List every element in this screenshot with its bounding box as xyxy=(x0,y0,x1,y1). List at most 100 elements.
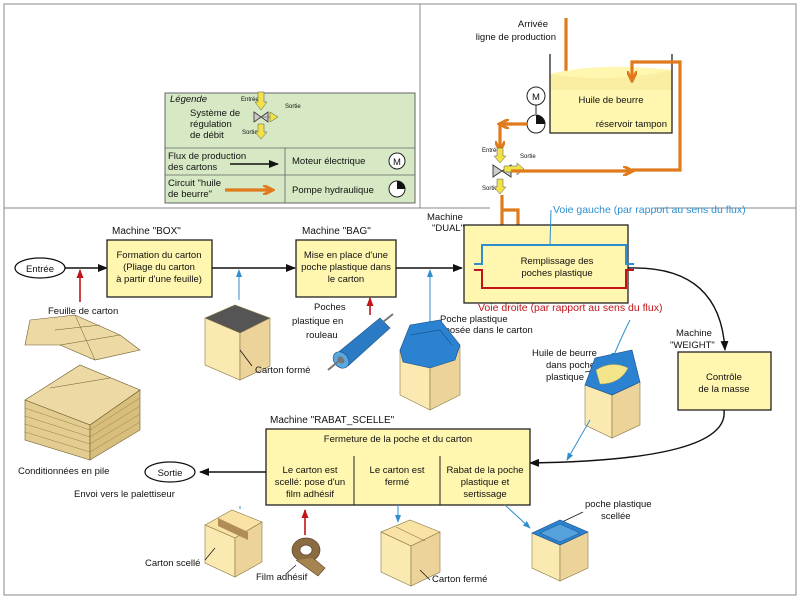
legend-title: Légende xyxy=(170,94,207,105)
pile-label: Conditionnées en pile xyxy=(18,466,109,477)
rabat-col3-1: Rabat de la poche xyxy=(446,465,523,476)
legend-flux-label-2: des cartons xyxy=(168,162,217,173)
box-machine xyxy=(106,239,213,298)
carton-scelle-label: Carton scellé xyxy=(145,558,200,569)
legend-flux-label-1: Flux de production xyxy=(168,151,246,162)
formed-carton-icon xyxy=(204,304,271,381)
legend-motor-icon xyxy=(388,152,406,170)
cardboard-pile-icon xyxy=(24,364,141,461)
dual-text-2: poches plastique xyxy=(521,268,592,279)
voie-droite-label: Voie droite (par rapport au sens du flux… xyxy=(478,302,662,314)
huile-poche-label-3: plastique xyxy=(546,372,584,383)
tank: Huile de beurre réservoir tampon xyxy=(549,54,673,134)
weight-text-1: Contrôle xyxy=(706,372,742,383)
carton-ferme-label: Carton fermé xyxy=(432,574,487,585)
oil-circuit: Arrivée ligne de production Huile de beu… xyxy=(476,18,682,285)
outer-frame xyxy=(3,3,797,596)
poche-scellee-label-1: poche plastique xyxy=(585,499,652,510)
sortie-node xyxy=(144,461,196,483)
rabat-col1-3: film adhésif xyxy=(286,489,334,500)
carton-forme-label: Carton formé xyxy=(255,365,310,376)
box-text-1: Formation du carton xyxy=(116,250,201,261)
legend: Légende Entrée Sortie Sortie Système de … xyxy=(164,91,416,204)
legend-motor-label: Moteur électrique xyxy=(292,156,365,167)
legend-valve-icon: Entrée Sortie Sortie xyxy=(241,91,301,140)
rabat-col2-1: Le carton est xyxy=(370,465,425,476)
flow-weight-rabat xyxy=(529,409,725,467)
voie-gauche-line xyxy=(474,244,634,265)
dual-title-2: "DUAL" xyxy=(432,223,464,234)
voie-droite-line xyxy=(474,269,634,289)
plastic-roll-icon xyxy=(327,313,394,371)
legend-motor-symbol: M xyxy=(393,157,401,168)
box-title: Machine "BOX" xyxy=(112,226,181,237)
dual-text-1: Remplissage des xyxy=(521,256,594,267)
envoi-label: Envoi vers le palettiseur xyxy=(74,489,175,500)
rabat-col3-3: sertissage xyxy=(463,489,506,500)
bag-text-3: le carton xyxy=(328,274,364,285)
tank-valve-entree: Entrée xyxy=(482,148,500,154)
legend-valve-sortie-bottom: Sortie xyxy=(242,130,258,136)
huile-poche-label-1: Huile de beurre xyxy=(532,348,597,359)
carton-with-oil-icon xyxy=(584,349,641,439)
tank-valve-icon xyxy=(492,147,525,195)
adhesive-tape-icon xyxy=(291,537,326,577)
legend-valve-desc-3: de débit xyxy=(190,130,224,141)
sortie-label: Sortie xyxy=(158,468,183,479)
legend-valve-desc-2: régulation xyxy=(190,119,232,130)
voie-gauche-label: Voie gauche (par rapport au sens du flux… xyxy=(553,204,746,216)
closed-carton-icon xyxy=(380,519,441,587)
weight-machine xyxy=(677,351,772,411)
weight-title-2: "WEIGHT" xyxy=(670,340,715,351)
weight-text-2: de la masse xyxy=(698,384,749,395)
bag-machine xyxy=(295,239,397,298)
tank-pump-icon xyxy=(526,114,546,134)
film-adhesif-label: Film adhésif xyxy=(256,572,308,583)
box-text-3: à partir d'une feuille) xyxy=(116,274,202,285)
legend-pump-icon xyxy=(388,180,406,198)
rabat-title: Machine "RABAT_SCELLE" xyxy=(270,415,395,426)
poche-scellee-label-2: scellée xyxy=(601,511,631,522)
bag-text-1: Mise en place d'une xyxy=(304,250,388,261)
rabat-col1-2: scellé: pose d'un xyxy=(275,477,345,488)
tank-valve-sortie-right: Sortie xyxy=(520,154,536,160)
tank-title: Huile de beurre xyxy=(579,95,644,106)
oil-pump-pipe xyxy=(500,122,527,150)
poche-deposee-label-1: Poche plastique xyxy=(440,314,508,325)
oil-return-pipe xyxy=(632,60,682,172)
rabat-header: Fermeture de la poche et du carton xyxy=(324,434,472,445)
legend-valve-sortie-right: Sortie xyxy=(285,104,301,110)
rabat-machine xyxy=(265,428,531,506)
legend-valve-desc-1: Système de xyxy=(190,108,240,119)
cardboard-sheet-icon xyxy=(24,314,141,361)
poches-label-1: Poches xyxy=(314,302,346,313)
sealed-bag-carton-icon xyxy=(531,519,589,582)
poches-label-2: plastique en xyxy=(292,316,343,327)
box-text-2: (Pliage du carton xyxy=(123,262,195,273)
tank-arrival-2: ligne de production xyxy=(476,32,556,43)
tank-arrival-1: Arrivée xyxy=(518,19,548,30)
rabat-col3-2: plastique et xyxy=(461,477,510,488)
legend-oil-label-1: Circuit "huile xyxy=(168,178,221,189)
bag-title: Machine "BAG" xyxy=(302,226,371,237)
sealed-carton-icon xyxy=(204,509,263,578)
flow-dual-weight xyxy=(627,267,729,351)
dual-title-1: Machine xyxy=(427,212,463,223)
weight-title-1: Machine xyxy=(676,328,712,339)
legend-oil-label-2: de beurre" xyxy=(168,189,212,200)
tank-motor-symbol: M xyxy=(532,92,540,103)
legend-pump-label: Pompe hydraulique xyxy=(292,185,374,196)
carton-with-bag-icon xyxy=(399,319,461,411)
bag-text-2: poche plastique dans xyxy=(301,262,391,273)
tank-valve-sortie-bottom: Sortie xyxy=(482,186,498,192)
legend-valve-entree: Entrée xyxy=(241,97,259,103)
tank-subtitle: réservoir tampon xyxy=(596,119,667,130)
poches-label-3: rouleau xyxy=(306,330,338,341)
huile-poche-label-2: dans poche xyxy=(546,360,595,371)
rabat-col1-1: Le carton est xyxy=(283,465,338,476)
dual-machine xyxy=(463,224,629,304)
poche-deposee-label-2: déposée dans le carton xyxy=(434,325,533,336)
feuille-label: Feuille de carton xyxy=(48,306,118,317)
